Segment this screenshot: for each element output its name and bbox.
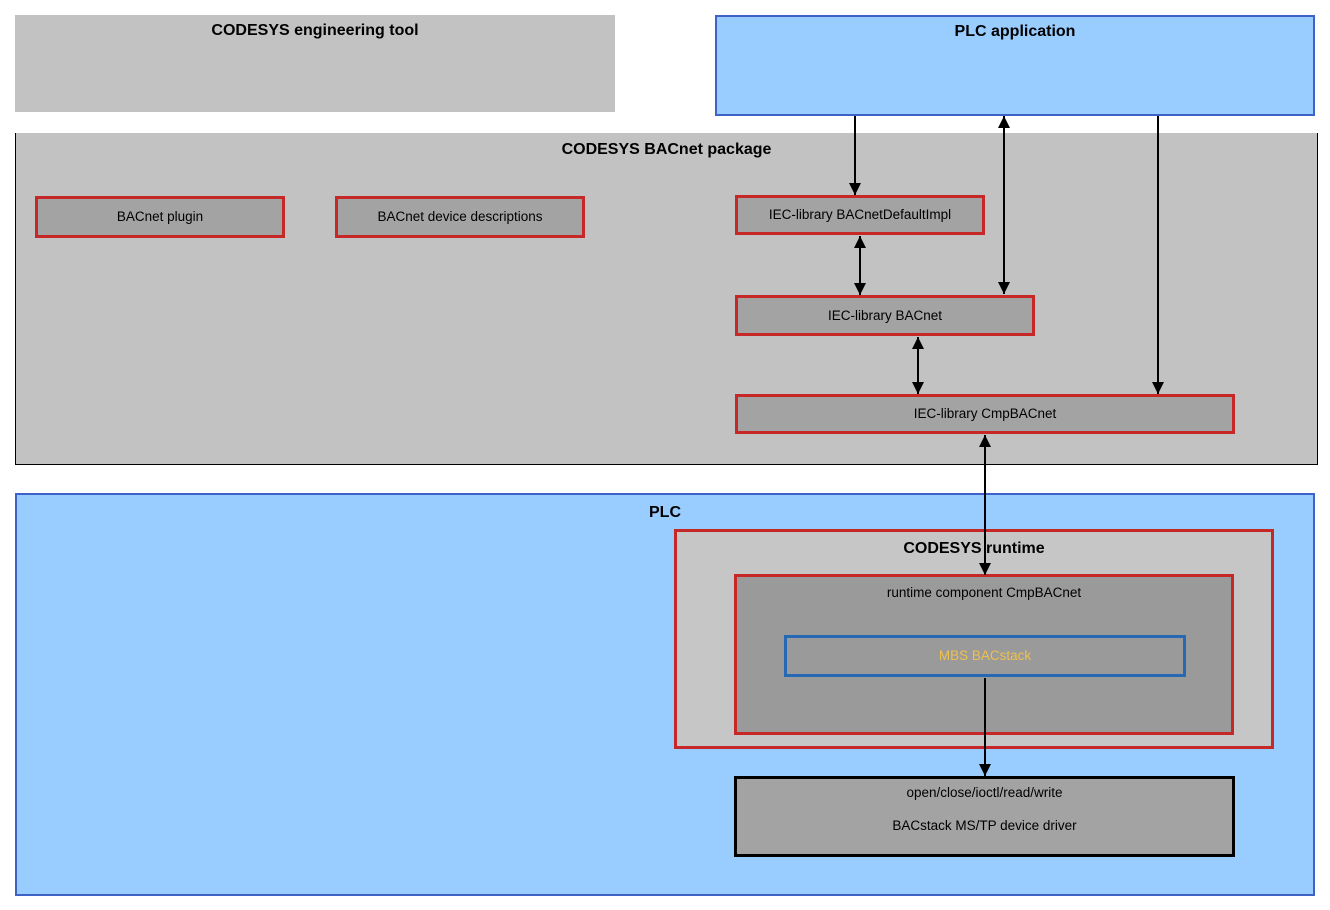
- bacnet-package-box: CODESYS BACnet package BACnet plugin BAC…: [15, 133, 1318, 465]
- bacnet-plugin-label: BACnet plugin: [116, 209, 204, 224]
- plc-box: PLC CODESYS runtime runtime component Cm…: [15, 493, 1315, 896]
- arrow-up-icon: [998, 116, 1010, 128]
- mbs-bacstack-label: MBS BACstack: [938, 648, 1032, 663]
- arrow-down-icon: [854, 283, 866, 295]
- arrow-line: [917, 337, 919, 394]
- iec-library-bacnetdefaultimpl-label: IEC-library BACnetDefaultImpl: [768, 207, 952, 222]
- codesys-runtime-title: CODESYS runtime: [903, 540, 1045, 557]
- arrow-line: [854, 116, 856, 195]
- mbs-bacstack-box: MBS BACstack: [784, 635, 1186, 677]
- device-driver-name-label: BACstack MS/TP device driver: [892, 818, 1077, 833]
- iec-library-cmpbacnet-label: IEC-library CmpBACnet: [913, 406, 1057, 421]
- arrow-line: [859, 236, 861, 295]
- arrow-line: [984, 435, 986, 575]
- arrow-line: [984, 678, 986, 776]
- arrow-bacnetdefaultimpl-bacnet-bidirectional: [854, 236, 866, 295]
- arrow-down-icon: [979, 563, 991, 575]
- arrow-plcapp-bacnet-bidirectional: [998, 116, 1010, 294]
- bacnet-device-descriptions-box: BACnet device descriptions: [335, 196, 585, 238]
- arrow-down-icon: [849, 183, 861, 195]
- plc-title: PLC: [649, 504, 681, 521]
- arrow-cmpbacnet-runtimecomponent-bidirectional: [979, 435, 991, 575]
- iec-library-cmpbacnet-box: IEC-library CmpBACnet: [735, 394, 1235, 434]
- arrow-down-icon: [998, 282, 1010, 294]
- arrow-up-icon: [979, 435, 991, 447]
- device-driver-api-label: open/close/ioctl/read/write: [906, 785, 1063, 800]
- arrow-line: [1003, 116, 1005, 294]
- iec-library-bacnet-label: IEC-library BACnet: [827, 307, 943, 323]
- bacstack-device-driver-box: open/close/ioctl/read/write BACstack MS/…: [734, 776, 1235, 857]
- arrow-up-icon: [912, 337, 924, 349]
- arrow-up-icon: [854, 236, 866, 248]
- arrow-bacnet-cmpbacnet-bidirectional: [912, 337, 924, 394]
- plc-application-title: PLC application: [954, 23, 1076, 40]
- engineering-tool-box: CODESYS engineering tool: [15, 15, 615, 112]
- bacnet-plugin-box: BACnet plugin: [35, 196, 285, 238]
- arrow-down-icon: [912, 382, 924, 394]
- codesys-runtime-box: CODESYS runtime runtime component CmpBAC…: [674, 529, 1274, 749]
- arrow-plcapp-to-bacnetdefaultimpl: [849, 116, 861, 195]
- engineering-tool-title: CODESYS engineering tool: [211, 22, 419, 39]
- arrow-mbsbacstack-to-devicedriver: [979, 678, 991, 776]
- bacnet-device-descriptions-label: BACnet device descriptions: [377, 209, 543, 224]
- arrow-down-icon: [1152, 382, 1164, 394]
- runtime-component-cmpbacnet-label: runtime component CmpBACnet: [886, 585, 1082, 600]
- iec-library-bacnetdefaultimpl-box: IEC-library BACnetDefaultImpl: [735, 195, 985, 235]
- bacnet-package-title: CODESYS BACnet package: [561, 141, 772, 158]
- plc-application-box: PLC application: [715, 15, 1315, 116]
- arrow-plcapp-to-cmpbacnet: [1152, 116, 1164, 394]
- arrow-down-icon: [979, 764, 991, 776]
- iec-library-bacnet-box: IEC-library BACnet: [735, 295, 1035, 336]
- arrow-line: [1157, 116, 1159, 394]
